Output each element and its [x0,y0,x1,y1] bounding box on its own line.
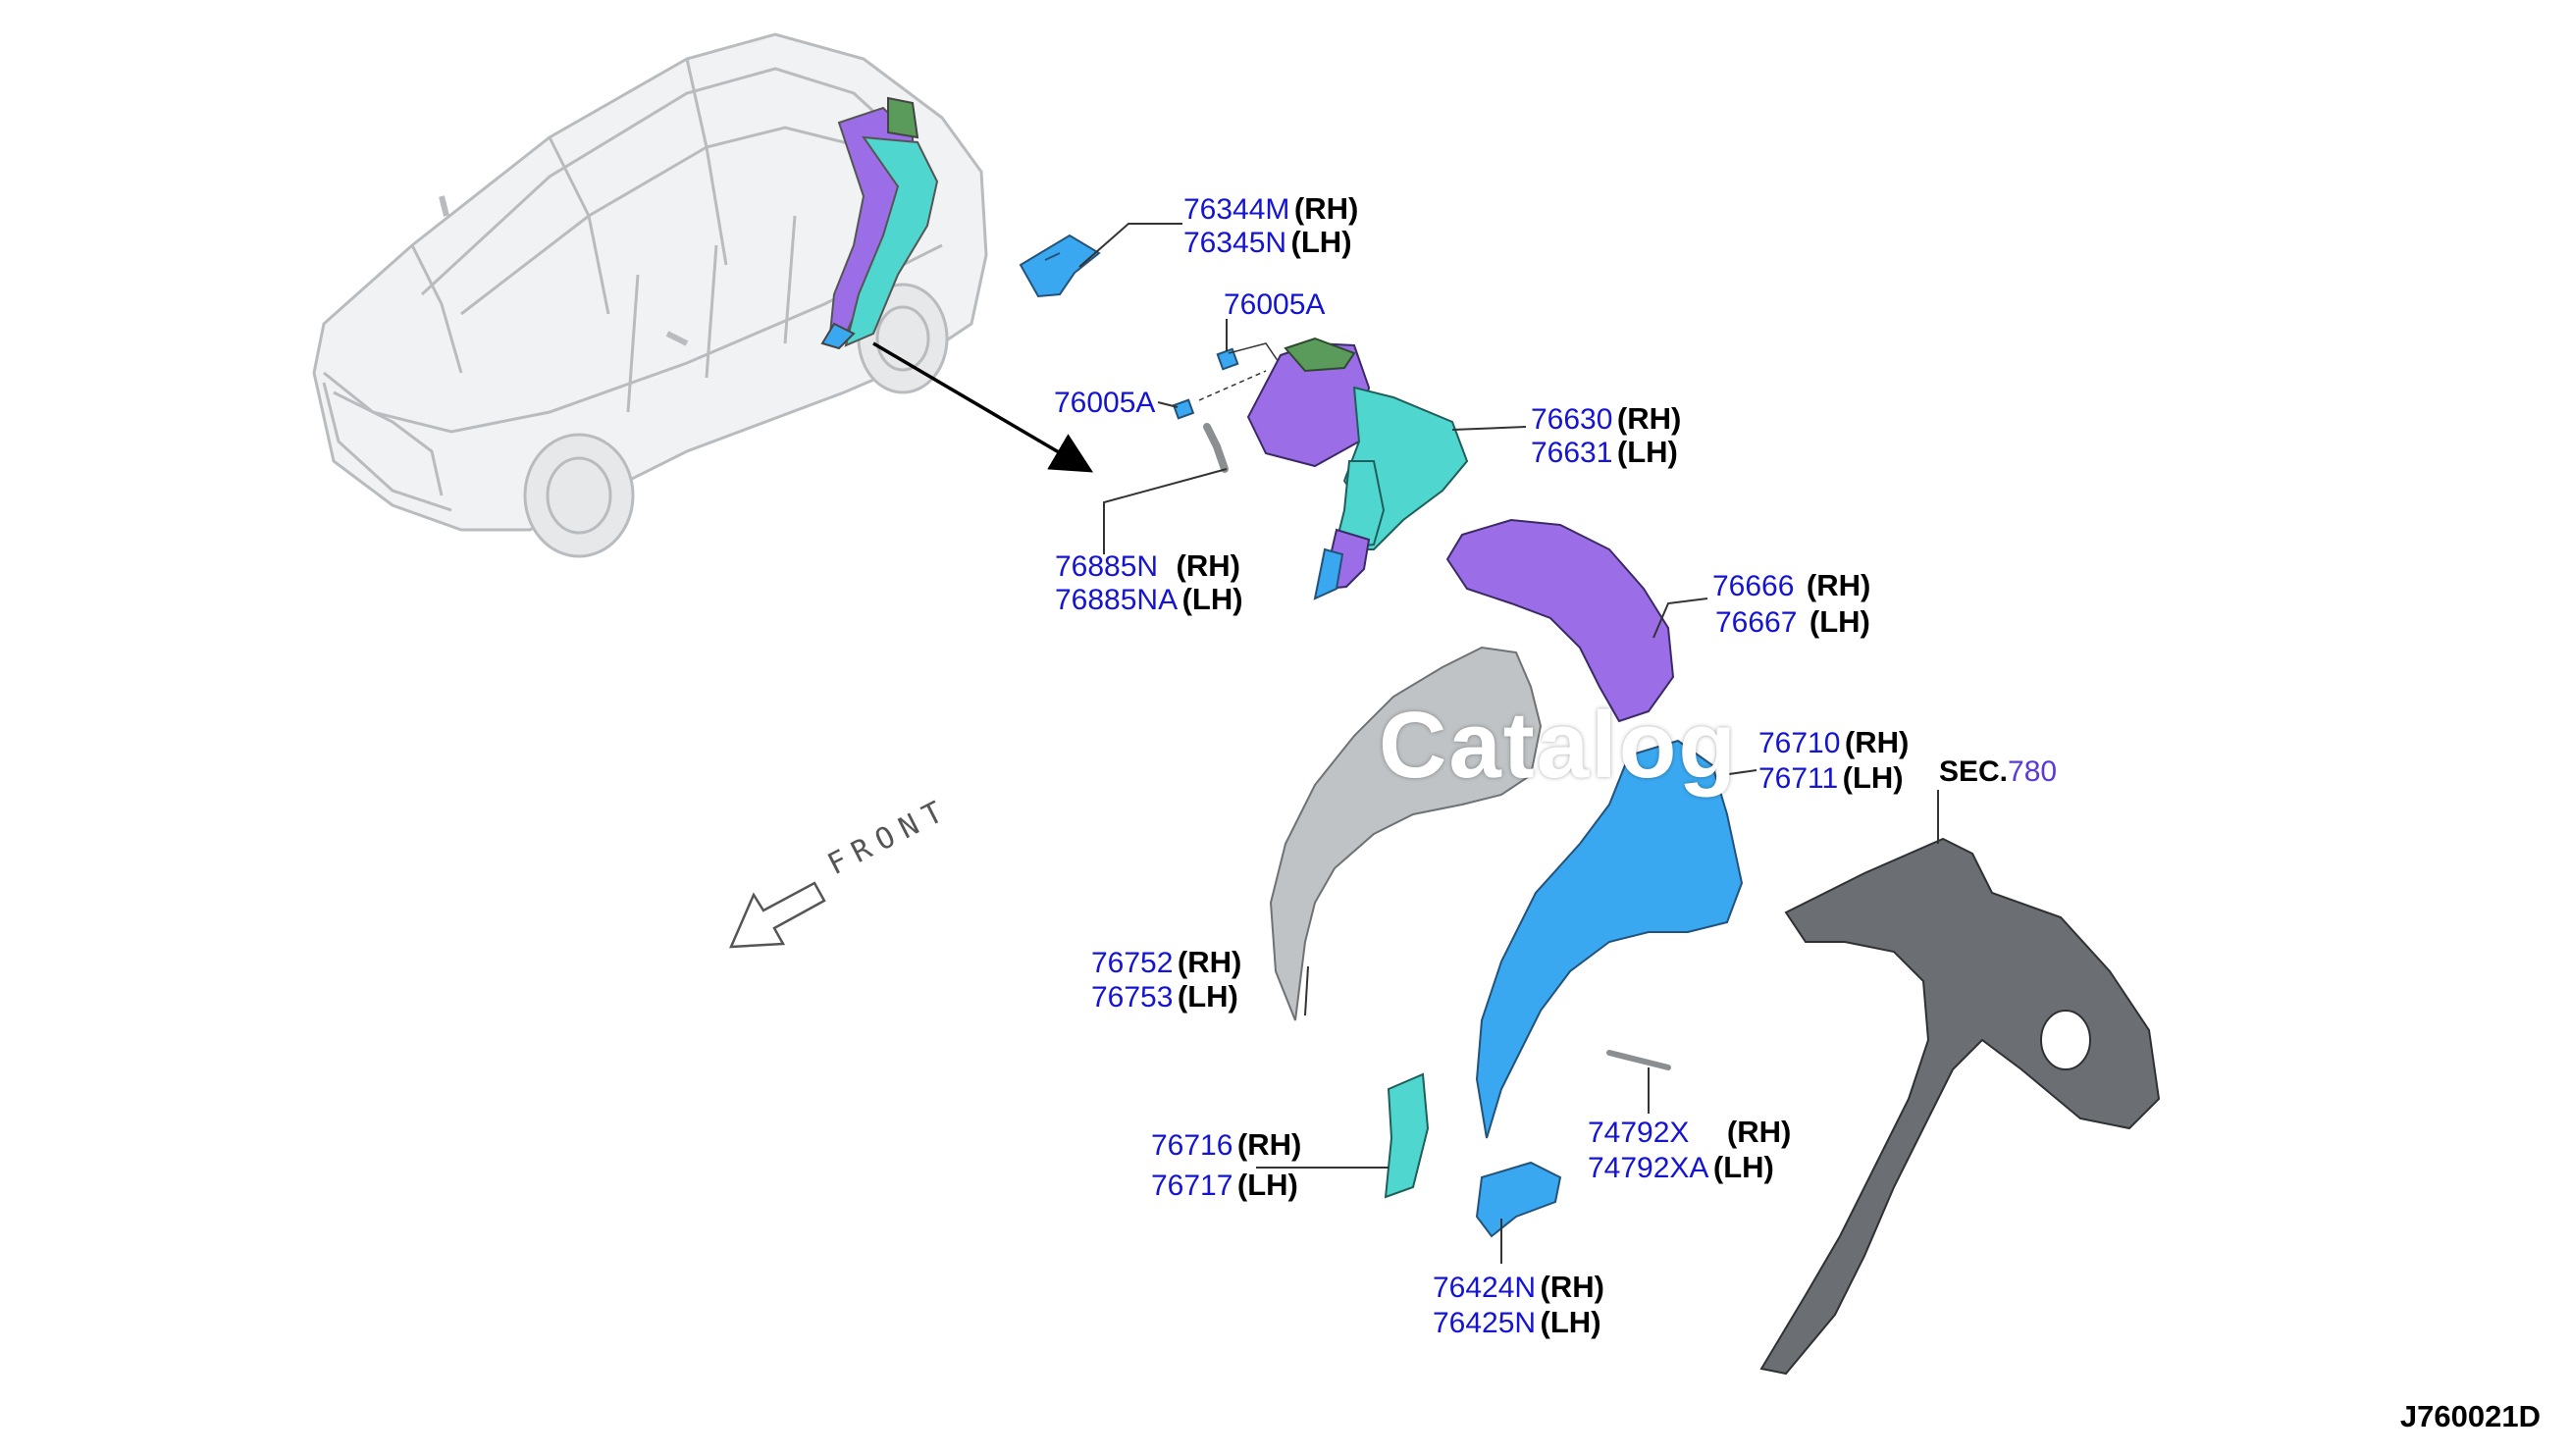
explode-arrow [872,341,1094,473]
part-76424N-bracket [1475,1161,1562,1238]
section-number: 780 [2008,755,2058,788]
part-number: 76716 [1151,1129,1233,1162]
label-76667: 76667 (LH) [1715,606,1870,638]
part-sec780-body-side-panel [1759,837,2161,1376]
side-designation: (LH) [1290,225,1352,259]
part-number: 74792XA [1588,1152,1709,1184]
side-designation: (RH) [1236,1127,1302,1162]
part-76344M-bracket [1019,234,1101,298]
part-number: 74792X [1588,1117,1690,1149]
side-designation: (LH) [1181,582,1243,616]
label-76716: 76716 (RH) [1151,1129,1301,1161]
label-76631: 76631 (LH) [1531,437,1678,468]
part-76005A-clips [1172,342,1282,420]
side-designation: (RH) [1177,945,1242,979]
side-designation: (LH) [1712,1150,1774,1184]
part-number: 76667 [1715,606,1798,639]
label-76717: 76717 (LH) [1151,1170,1298,1201]
label-76425N: 76425N (LH) [1433,1307,1601,1338]
side-designation: (RH) [1806,568,1871,602]
label-76711: 76711 (LH) [1758,762,1904,794]
section-reference[interactable]: SEC.780 [1939,755,2057,789]
part-74792X-strip [1606,1050,1671,1070]
side-designation: (RH) [1176,548,1240,583]
part-number: 76711 [1758,762,1839,795]
part-number: 76345N [1183,227,1287,259]
side-designation: (LH) [1540,1305,1601,1339]
label-76345N: 76345N (LH) [1183,227,1352,258]
part-number: 76710 [1758,727,1841,759]
vehicle-highlighted-rear-parts [820,96,939,350]
part-76885N-strip [1203,423,1229,473]
part-number: 76717 [1151,1170,1233,1202]
part-number: 76005A [1054,387,1156,419]
label-76710: 76710 (RH) [1758,727,1909,758]
label-76005A-left: 76005A [1054,389,1155,418]
label-76630: 76630 (RH) [1531,403,1681,435]
part-number: 76424N [1433,1272,1537,1304]
label-76424N: 76424N (RH) [1433,1272,1604,1303]
part-number: 76425N [1433,1307,1537,1339]
part-number: 76885NA [1055,584,1179,616]
part-number: 76885N [1055,550,1159,583]
section-prefix: SEC. [1939,755,2009,788]
diagram-code: J760021D [2399,1399,2541,1433]
side-designation: (LH) [1842,760,1904,795]
label-76666: 76666 (RH) [1712,570,1870,601]
part-number: 76752 [1091,947,1174,979]
part-76752-wheelhouse-outer [1269,646,1543,1021]
part-number: 76753 [1091,981,1174,1014]
front-direction-arrow [729,881,826,949]
side-designation: (LH) [1177,979,1238,1014]
part-76630-inner-panel [1246,337,1469,600]
side-designation: (LH) [1616,435,1678,469]
side-designation: (RH) [1293,191,1359,226]
watermark-text: Catalog [1379,693,1739,798]
label-74792XA: 74792XA (LH) [1588,1152,1774,1183]
part-number: 76666 [1712,570,1795,602]
label-76005A-top: 76005A [1224,290,1325,320]
side-designation: (RH) [1616,401,1682,436]
side-designation: (RH) [1726,1115,1792,1149]
label-76885N: 76885N (RH) [1055,550,1240,582]
label-76753: 76753 (LH) [1091,981,1238,1013]
side-designation: (LH) [1809,604,1870,639]
side-designation: (LH) [1236,1168,1298,1202]
label-76885NA: 76885NA (LH) [1055,584,1243,615]
part-number: 76631 [1531,437,1613,469]
part-76710-wheelhouse [1475,739,1744,1139]
side-designation: (RH) [1540,1270,1604,1304]
label-74792X: 74792X (RH) [1588,1117,1791,1148]
part-number: 76344M [1183,193,1290,226]
part-number: 76005A [1224,288,1326,321]
label-76752: 76752 (RH) [1091,947,1241,978]
leader-lines [1078,223,1939,1264]
part-76716-bracket [1384,1072,1430,1199]
part-number: 76630 [1531,403,1613,436]
side-designation: (RH) [1844,725,1910,759]
part-76666-wheelhouse-inner [1445,518,1675,723]
label-76344M: 76344M (RH) [1183,193,1358,225]
